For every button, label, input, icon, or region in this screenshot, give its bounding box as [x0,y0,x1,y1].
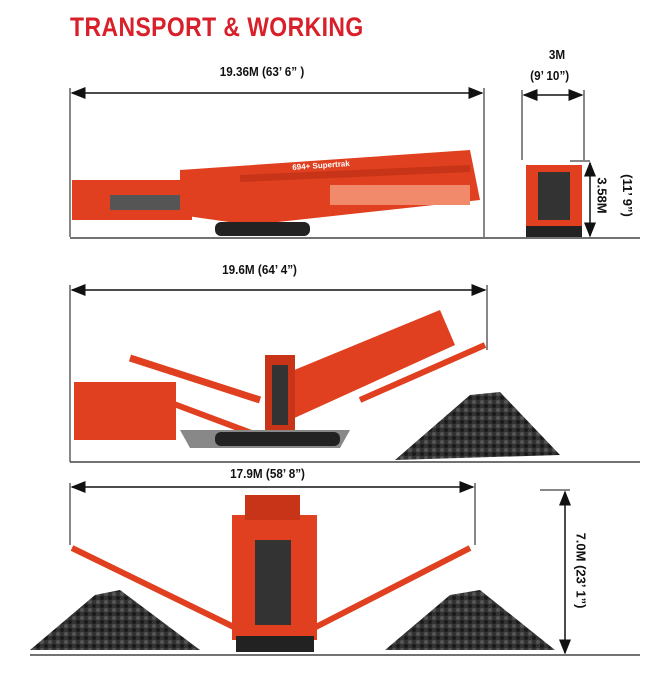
machine-transport [72,150,480,236]
working-height-label: 7.0M (23’ 1”) [573,532,589,609]
transport-height-imperial: (11’ 9”) [619,174,635,217]
material-pile [395,392,560,460]
machine-working-side [74,310,487,448]
machine-working-front [70,495,472,652]
machine-end-view [526,165,582,237]
working-side-view [69,284,640,463]
transport-side-view [69,87,640,239]
working-width-label: 17.9M (58’ 8”) [230,466,305,481]
working-length-label: 19.6M (64’ 4”) [222,262,297,277]
transport-width-imperial: (9’ 10”) [530,68,570,83]
page-title: TRANSPORT & WORKING [70,12,364,42]
transport-length-label: 19.36M (63’ 6” ) [219,64,305,79]
working-front-view [30,481,640,656]
transport-height-metric: 3.58M [594,177,610,214]
material-pile-right [385,590,555,650]
material-pile-left [30,590,200,650]
transport-width-metric: 3M [548,47,566,62]
